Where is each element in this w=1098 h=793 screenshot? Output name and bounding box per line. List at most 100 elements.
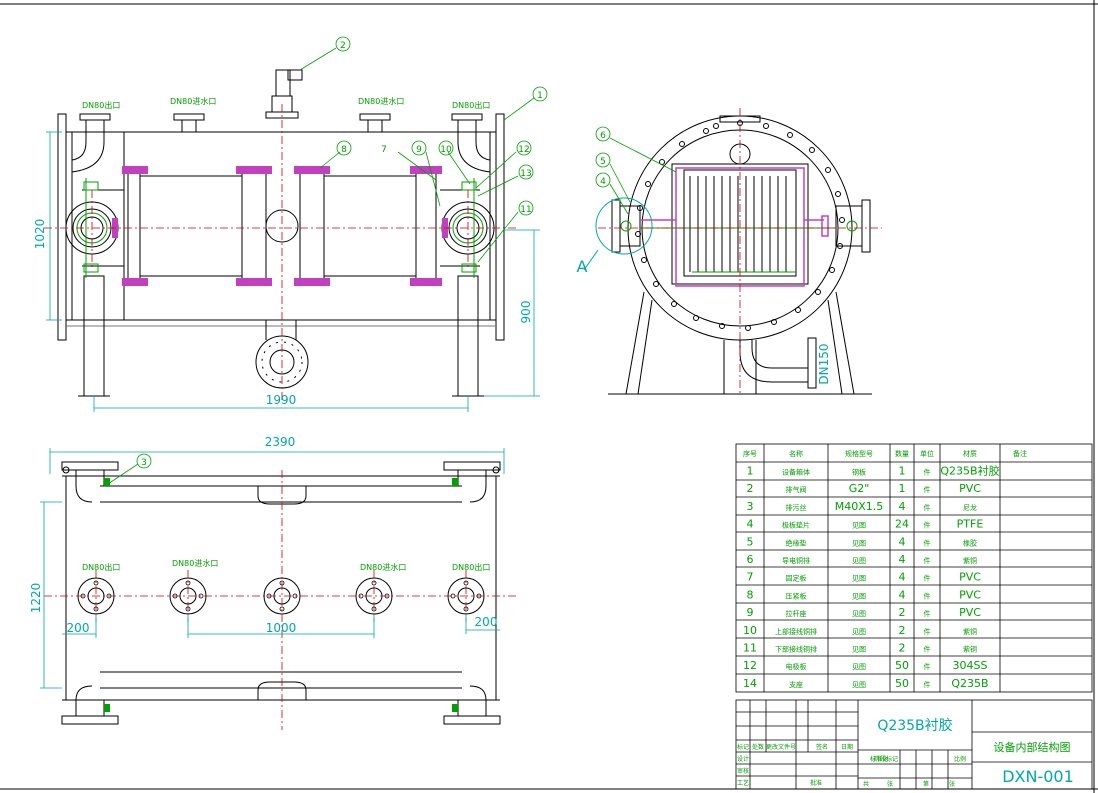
tb-cell-process: 工艺 [737, 779, 749, 787]
bom-cell-unit: 件 [924, 468, 931, 477]
top-callout-3: 3 [141, 458, 147, 468]
front-nozzle-label-2: DN80进水口 [170, 96, 216, 106]
front-dim-leg: 900 [519, 301, 533, 324]
bom-cell-material: Q235B [951, 677, 988, 690]
top-dim-right: 200 [475, 615, 498, 629]
bom-cell-material: Q235B衬胶 [940, 464, 999, 478]
bom-cell-qty: 2 [899, 624, 906, 637]
bom-cell-unit: 件 [924, 627, 931, 636]
bom-cell-no: 11 [743, 642, 757, 655]
bom-cell-no: 5 [747, 535, 754, 548]
tb-cell-date: 日期 [841, 743, 853, 751]
bom-cell-name: 电极板 [786, 662, 807, 671]
bom-cell-no: 1 [747, 465, 754, 478]
bom-cell-spec: 见图 [852, 610, 866, 618]
title-material: Q235B衬胶 [877, 717, 952, 734]
detail-label: A [577, 257, 588, 276]
bom-cell-material: 紫铜 [963, 627, 977, 636]
bom-cell-unit: 件 [924, 574, 931, 583]
bom-cell-material: PVC [959, 571, 981, 584]
front-view [57, 69, 505, 397]
bom-cell-material: 紫铜 [963, 645, 977, 654]
bom-cell-material: 304SS [953, 659, 988, 672]
bom-cell-qty: 4 [899, 553, 906, 566]
front-nozzle-label-1: DN80出口 [82, 100, 120, 110]
bom-cell-material: 紫铜 [963, 556, 977, 565]
bom-cell-name: 导电铜排 [782, 556, 810, 565]
bom-cell-spec: 见图 [852, 539, 866, 547]
front-callout-9: 9 [416, 145, 422, 155]
bom-cell-spec: 见图 [852, 663, 866, 671]
bom-cell-spec: 见图 [852, 681, 866, 689]
tb-cell-approve: 批准 [810, 779, 822, 787]
tb-cell-review: 审核 [737, 767, 749, 775]
front-callout-8: 8 [341, 145, 347, 155]
bom-cell-name: 固定板 [786, 574, 807, 583]
side-magenta-parts [640, 167, 829, 287]
bom-cell-spec: 见图 [852, 522, 866, 530]
tb-cell-doc: 更改文件号 [766, 743, 796, 751]
bom-cell-no: 2 [747, 482, 754, 495]
side-callout-6: 6 [600, 131, 606, 141]
bom-cell-spec: 见图 [852, 628, 866, 636]
top-nozzle-label-2: DN80进水口 [172, 558, 218, 568]
top-callout-leader [107, 453, 152, 485]
side-outlet-label: DN150 [817, 343, 831, 384]
front-dimensions [46, 131, 540, 412]
side-electrode-plates [689, 176, 787, 272]
bom-cell-no: 12 [743, 659, 757, 672]
bom-header: 序号 名称 规格型号 数量 单位 材质 备注 [743, 449, 1027, 458]
bom-cell-qty: 4 [899, 500, 906, 513]
side-view [608, 115, 872, 395]
bom-cell-name: 上部接线铜排 [775, 627, 817, 636]
side-centerlines [598, 108, 882, 396]
bom-cell-no: 9 [747, 606, 754, 619]
bom-cell-name: 下部接线铜排 [775, 645, 817, 654]
tb-cell-standard: 标准化 [870, 755, 888, 763]
bom-cell-spec: 钢板 [852, 468, 866, 477]
tb-cell-design: 设计 [737, 755, 749, 763]
bom-cell-spec: 见图 [852, 575, 866, 583]
front-tie-bolts [112, 166, 448, 286]
bom-cell-name: 绝缘垫 [786, 538, 807, 547]
tb-cell-mark: 标记 [737, 743, 749, 751]
front-callout-1: 1 [537, 91, 543, 101]
bom-cell-no: 6 [747, 553, 754, 566]
top-green-details [104, 478, 458, 712]
front-nozzle-label-4: DN80出口 [452, 100, 490, 110]
bom-cell-qty: 4 [899, 535, 906, 548]
side-callout-4: 4 [600, 177, 606, 187]
bom-cell-no: 4 [747, 518, 754, 531]
tb-cell-sheet2: 张 [949, 780, 955, 788]
bom-cell-unit: 件 [924, 485, 931, 494]
bom-cell-spec: M40X1.5 [835, 500, 884, 513]
top-nozzle-label-3: DN80进水口 [360, 562, 406, 572]
tb-cell-scale: 比例 [954, 755, 966, 763]
bom-cell-unit: 件 [924, 556, 931, 565]
bom-grid [735, 443, 1093, 693]
bom-cell-name: 排污丝 [786, 503, 807, 512]
side-callout-leaders [595, 126, 677, 215]
bom-header-unit: 单位 [920, 449, 934, 458]
bom-cell-qty: 4 [899, 588, 906, 601]
bom-cell-spec: 见图 [852, 592, 866, 600]
bom-cell-spec: 见图 [852, 646, 866, 654]
top-dim-left: 200 [67, 621, 90, 635]
bom-cell-name: 压紧板 [786, 591, 807, 600]
top-nozzle-label-1: DN80出口 [82, 562, 120, 572]
top-dim-width: 1220 [29, 583, 43, 614]
bom-cell-qty: 1 [899, 482, 906, 495]
bom-cell-unit: 件 [924, 538, 931, 547]
front-callout-12: 12 [518, 145, 529, 155]
bom-cell-material: 尼龙 [963, 503, 977, 512]
top-view [61, 461, 501, 725]
front-dim-height: 1020 [33, 219, 47, 250]
bom-cell-no: 14 [743, 677, 757, 690]
bom-cell-no: 8 [747, 588, 754, 601]
bom-cell-qty: 50 [895, 659, 909, 672]
bom-cell-qty: 50 [895, 677, 909, 690]
front-callout-13: 13 [520, 169, 531, 179]
bom-header-material: 材质 [963, 449, 977, 458]
bom-header-no: 序号 [743, 449, 757, 458]
